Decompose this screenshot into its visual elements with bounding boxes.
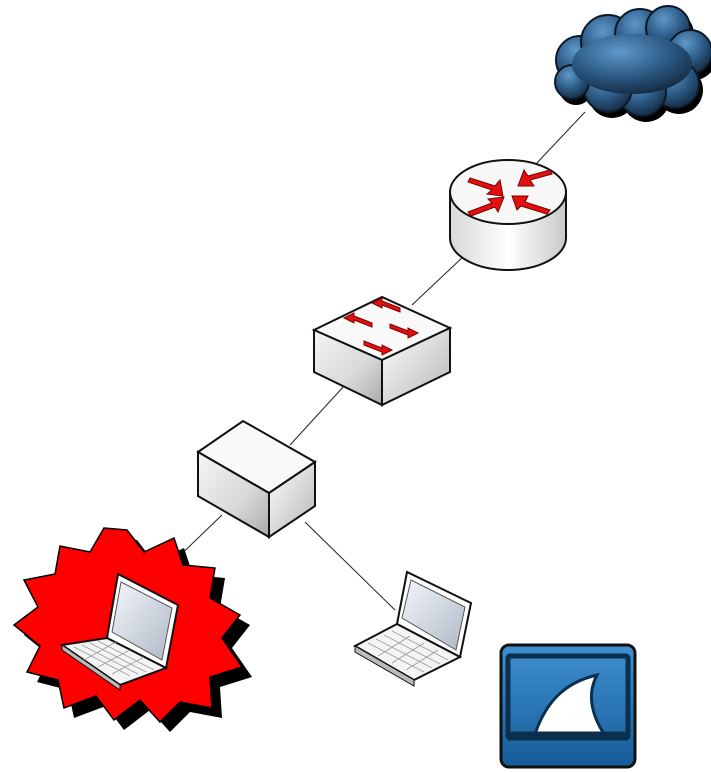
wireshark-fin-icon bbox=[499, 643, 637, 769]
link-internet-router bbox=[534, 111, 586, 166]
laptop-icon bbox=[352, 570, 473, 687]
cloud-icon bbox=[554, 5, 711, 122]
switch-icon bbox=[311, 295, 453, 407]
laptop-icon bbox=[59, 572, 180, 691]
router-icon bbox=[449, 159, 567, 271]
link-router-switch bbox=[411, 254, 466, 306]
link-tap-capture bbox=[304, 521, 396, 611]
tap-box-icon bbox=[196, 419, 317, 539]
link-switch-tap bbox=[289, 384, 346, 446]
